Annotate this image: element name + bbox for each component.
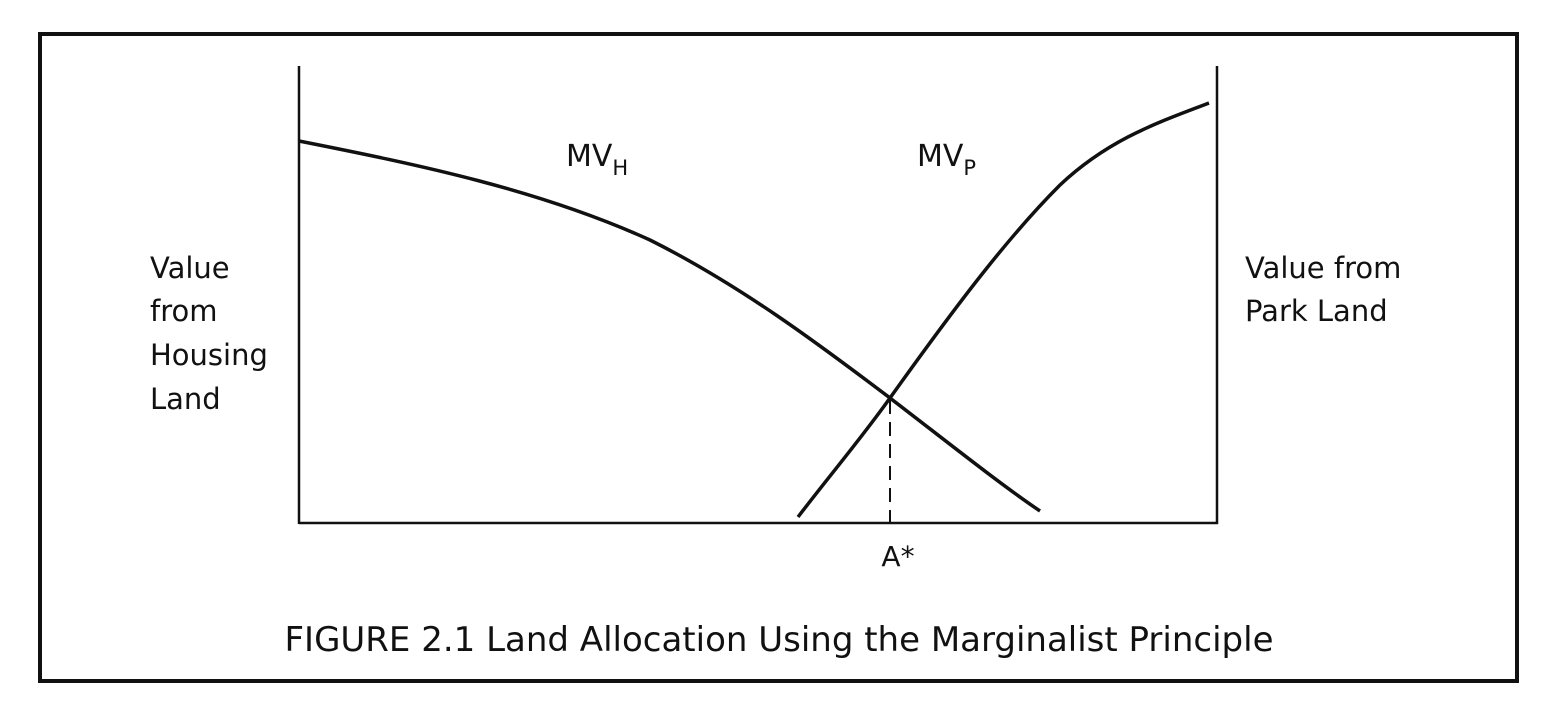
mv-p-label: MVP [917,139,976,180]
left-axis-label-line-4: Land [150,382,221,416]
mv-p-curve [796,101,1210,519]
mv-h-label-sub: H [612,156,628,180]
mv-h-label: MVH [566,139,628,180]
figure-border [38,32,1519,683]
mv-p-label-sub: P [963,156,976,180]
right-axis-label: Value from Park Land [1245,251,1411,328]
left-axis-label: Value from Housing Land [150,251,277,416]
mv-p-label-main: MV [917,139,964,174]
right-axis-label-line-1: Value from [1245,251,1401,285]
mv-h-curve [298,139,1041,513]
mv-h-label-main: MV [566,139,613,174]
left-axis-label-line-2: from [150,294,218,328]
left-axis-label-line-3: Housing [150,338,268,372]
right-axis-label-line-2: Park Land [1245,294,1388,328]
x-tick-label-a-star: A* [881,540,914,573]
left-axis-label-line-1: Value [150,251,230,285]
figure-caption: FIGURE 2.1 Land Allocation Using the Mar… [284,620,1273,660]
